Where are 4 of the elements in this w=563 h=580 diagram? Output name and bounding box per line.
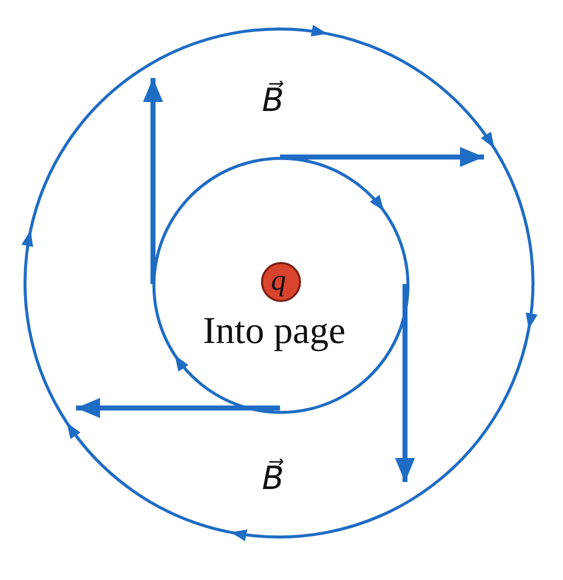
- field-label: B⃗: [262, 80, 284, 121]
- charge-symbol: q: [271, 266, 286, 296]
- direction-note: Into page: [203, 312, 346, 350]
- field-label: B⃗: [262, 458, 284, 499]
